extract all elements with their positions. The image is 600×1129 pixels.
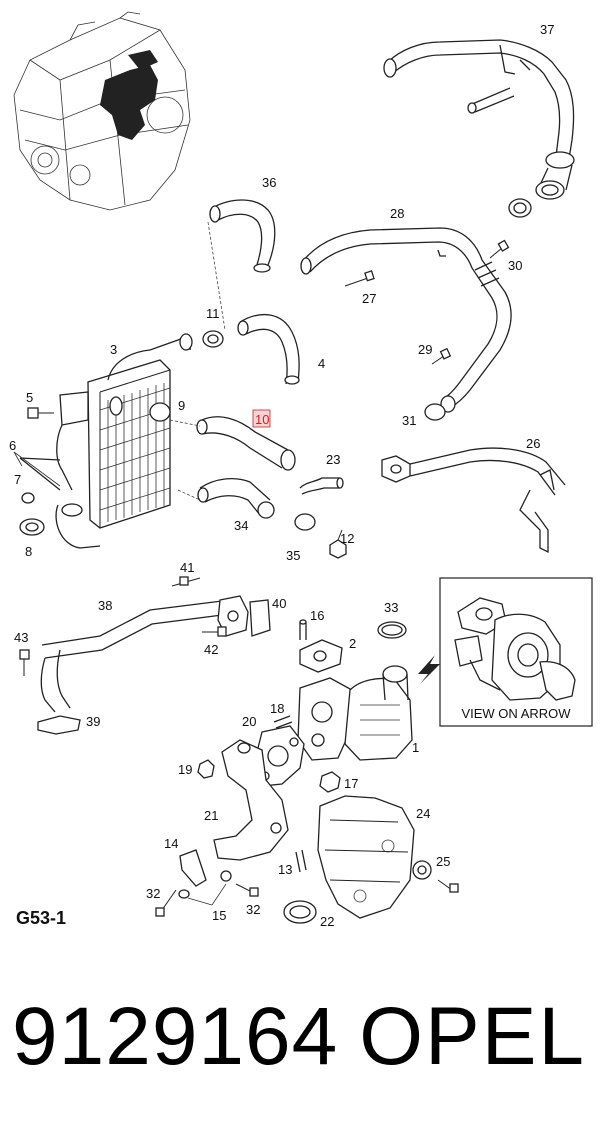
part-37-intake-pipe — [383, 39, 575, 218]
callout-12: 12 — [340, 531, 354, 546]
part-24-heat-shield — [317, 795, 415, 919]
callout-7: 7 — [14, 472, 21, 487]
part-14-bracket — [179, 849, 207, 887]
callout-14: 14 — [164, 836, 178, 851]
part-12-bolt — [329, 529, 347, 559]
part-36-hose — [207, 199, 276, 331]
part-43-bolt — [19, 649, 30, 676]
inset-view-on-arrow: VIEW ON ARROW — [439, 577, 593, 727]
engine-overview-illustration — [13, 11, 191, 211]
callout-13: 13 — [278, 862, 292, 877]
part-42-bolt — [202, 626, 227, 637]
part-10-hose — [169, 416, 296, 471]
parts-5-6-7-8 — [19, 407, 61, 536]
callout-18: 18 — [270, 701, 284, 716]
part-18-stud — [273, 715, 293, 729]
callout-29: 29 — [418, 342, 432, 357]
callout-28: 28 — [390, 206, 404, 221]
callout-23: 23 — [326, 452, 340, 467]
footer: 9129164 OPEL — [0, 990, 600, 1100]
part-16-stud — [299, 619, 307, 640]
callout-10: 10 — [255, 412, 269, 427]
callout-40: 40 — [272, 596, 286, 611]
callout-32a: 32 — [146, 886, 160, 901]
callout-42: 42 — [204, 642, 218, 657]
part-40-gasket — [249, 599, 271, 637]
part-19-nut — [197, 759, 215, 779]
part-35-clamp — [294, 513, 316, 531]
part-33-clamp — [377, 621, 407, 639]
part-number: 9129164 — [12, 991, 339, 1082]
callout-2: 2 — [349, 636, 356, 651]
part-13-stud — [295, 849, 307, 873]
callout-19: 19 — [178, 762, 192, 777]
callout-37: 37 — [540, 22, 554, 37]
part-41-stud — [171, 576, 201, 587]
callout-22: 22 — [320, 914, 334, 929]
callout-39: 39 — [86, 714, 100, 729]
part-38-pipe — [40, 595, 249, 713]
callout-9: 9 — [178, 398, 185, 413]
part-39-gasket — [37, 715, 81, 735]
bolts-27-29-30 — [344, 239, 510, 365]
view-arrow — [418, 655, 440, 684]
part-17-nut — [319, 771, 341, 793]
callout-26: 26 — [526, 436, 540, 451]
part-4-hose — [202, 313, 300, 385]
callout-32b: 32 — [246, 902, 260, 917]
callout-33: 33 — [384, 600, 398, 615]
parts-diagram: VIEW ON ARROW — [9, 11, 593, 929]
callout-5: 5 — [26, 390, 33, 405]
part-15-washers — [178, 870, 232, 899]
callout-labels: 1 2 3 4 5 6 7 8 9 10 11 12 13 14 15 15 1… — [9, 22, 554, 929]
callout-30: 30 — [508, 258, 522, 273]
leader-lines — [13, 451, 227, 906]
part-34-hose — [177, 477, 275, 519]
callout-27: 27 — [362, 291, 376, 306]
part-31-clamp — [424, 403, 446, 421]
callout-25: 25 — [436, 854, 450, 869]
callout-6: 6 — [9, 438, 16, 453]
callout-10-highlight — [252, 409, 271, 428]
part-32-bolts — [155, 883, 259, 917]
part-22-ring — [283, 900, 317, 924]
part-28-pipe — [300, 227, 512, 413]
callout-11: 11 — [206, 306, 220, 321]
callout-8: 8 — [25, 544, 32, 559]
inset-caption: VIEW ON ARROW — [461, 706, 571, 721]
callout-41: 41 — [180, 560, 194, 575]
part-2-gasket — [299, 639, 343, 673]
callout-38: 38 — [98, 598, 112, 613]
callout-16: 16 — [310, 608, 324, 623]
part-26-pipe — [381, 447, 566, 554]
callout-34: 34 — [234, 518, 248, 533]
callout-1: 1 — [412, 740, 419, 755]
callout-17: 17 — [344, 776, 358, 791]
part-21-elbow-pipe — [213, 739, 289, 861]
callout-35: 35 — [286, 548, 300, 563]
callout-3: 3 — [110, 342, 117, 357]
callout-24: 24 — [416, 806, 430, 821]
callout-36: 36 — [262, 175, 276, 190]
callout-31: 31 — [402, 413, 416, 428]
callout-20: 20 — [242, 714, 256, 729]
callout-21: 21 — [204, 808, 218, 823]
diagram-code: G53-1 — [16, 908, 67, 928]
callout-15a: 15 — [212, 908, 226, 923]
brand-name: OPEL — [359, 991, 586, 1082]
part-9-clamp — [149, 402, 171, 422]
callout-4: 4 — [318, 356, 325, 371]
callout-43: 43 — [14, 630, 28, 645]
part-3-intercooler — [55, 333, 193, 549]
part-1-turbocharger — [297, 665, 413, 761]
part-25-washer — [412, 860, 459, 893]
part-23-hose — [299, 477, 344, 495]
